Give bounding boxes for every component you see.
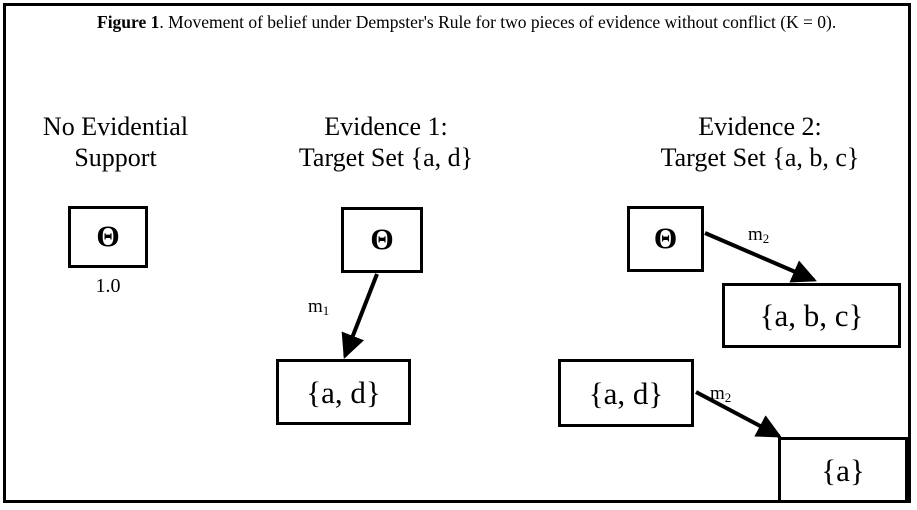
column-heading-line1: Evidence 2: bbox=[698, 112, 822, 141]
set-label: {a, d} bbox=[588, 375, 664, 411]
arrow-label-base: m bbox=[748, 224, 763, 245]
node-set-a-evidence-2[interactable]: {a} bbox=[778, 437, 908, 503]
arrow-label-base: m bbox=[308, 296, 323, 317]
column-heading-no-evidential-support: No Evidential Support bbox=[8, 112, 223, 173]
theta-symbol: Θ bbox=[96, 220, 120, 253]
arrow-label-m2-bottom: m2 bbox=[710, 383, 731, 406]
arrow-label-subscript: 2 bbox=[762, 230, 770, 246]
node-theta-evidence-1[interactable]: Θ bbox=[341, 207, 423, 273]
figure-border bbox=[3, 3, 911, 503]
arrow-label-subscript: 2 bbox=[724, 389, 732, 405]
set-label: {a, b, c} bbox=[759, 298, 864, 333]
mass-value-initial: 1.0 bbox=[95, 275, 121, 297]
node-theta-evidence-2[interactable]: Θ bbox=[627, 206, 704, 272]
figure-caption-text: . Movement of belief under Dempster's Ru… bbox=[159, 12, 837, 32]
figure-caption-label: Figure 1 bbox=[97, 12, 160, 32]
theta-symbol: Θ bbox=[653, 222, 678, 255]
column-heading-evidence-2: Evidence 2: Target Set {a, b, c} bbox=[600, 112, 917, 173]
column-heading-line2: Target Set {a, d} bbox=[298, 142, 474, 172]
arrow-label-m2-top: m2 bbox=[748, 224, 769, 247]
column-heading-evidence-1: Evidence 1: Target Set {a, d} bbox=[255, 112, 517, 173]
set-label: {a, d} bbox=[306, 374, 381, 410]
node-set-ad-evidence-2[interactable]: {a, d} bbox=[558, 359, 694, 427]
column-heading-line1: No Evidential bbox=[42, 112, 189, 141]
figure-caption: Figure 1. Movement of belief under Demps… bbox=[97, 10, 842, 35]
arrow-label-m1: m1 bbox=[308, 296, 329, 319]
theta-symbol: Θ bbox=[370, 223, 394, 256]
node-theta-initial[interactable]: Θ bbox=[68, 206, 148, 268]
node-set-ad-evidence-1[interactable]: {a, d} bbox=[276, 359, 411, 425]
column-heading-line1: Evidence 1: bbox=[324, 112, 448, 141]
arrow-label-base: m bbox=[710, 383, 725, 404]
set-label: {a} bbox=[821, 452, 865, 488]
arrow-label-subscript: 1 bbox=[322, 302, 330, 318]
column-heading-line2: Support bbox=[74, 142, 157, 172]
column-heading-line2: Target Set {a, b, c} bbox=[660, 142, 860, 172]
node-set-abc-evidence-2[interactable]: {a, b, c} bbox=[722, 283, 901, 348]
